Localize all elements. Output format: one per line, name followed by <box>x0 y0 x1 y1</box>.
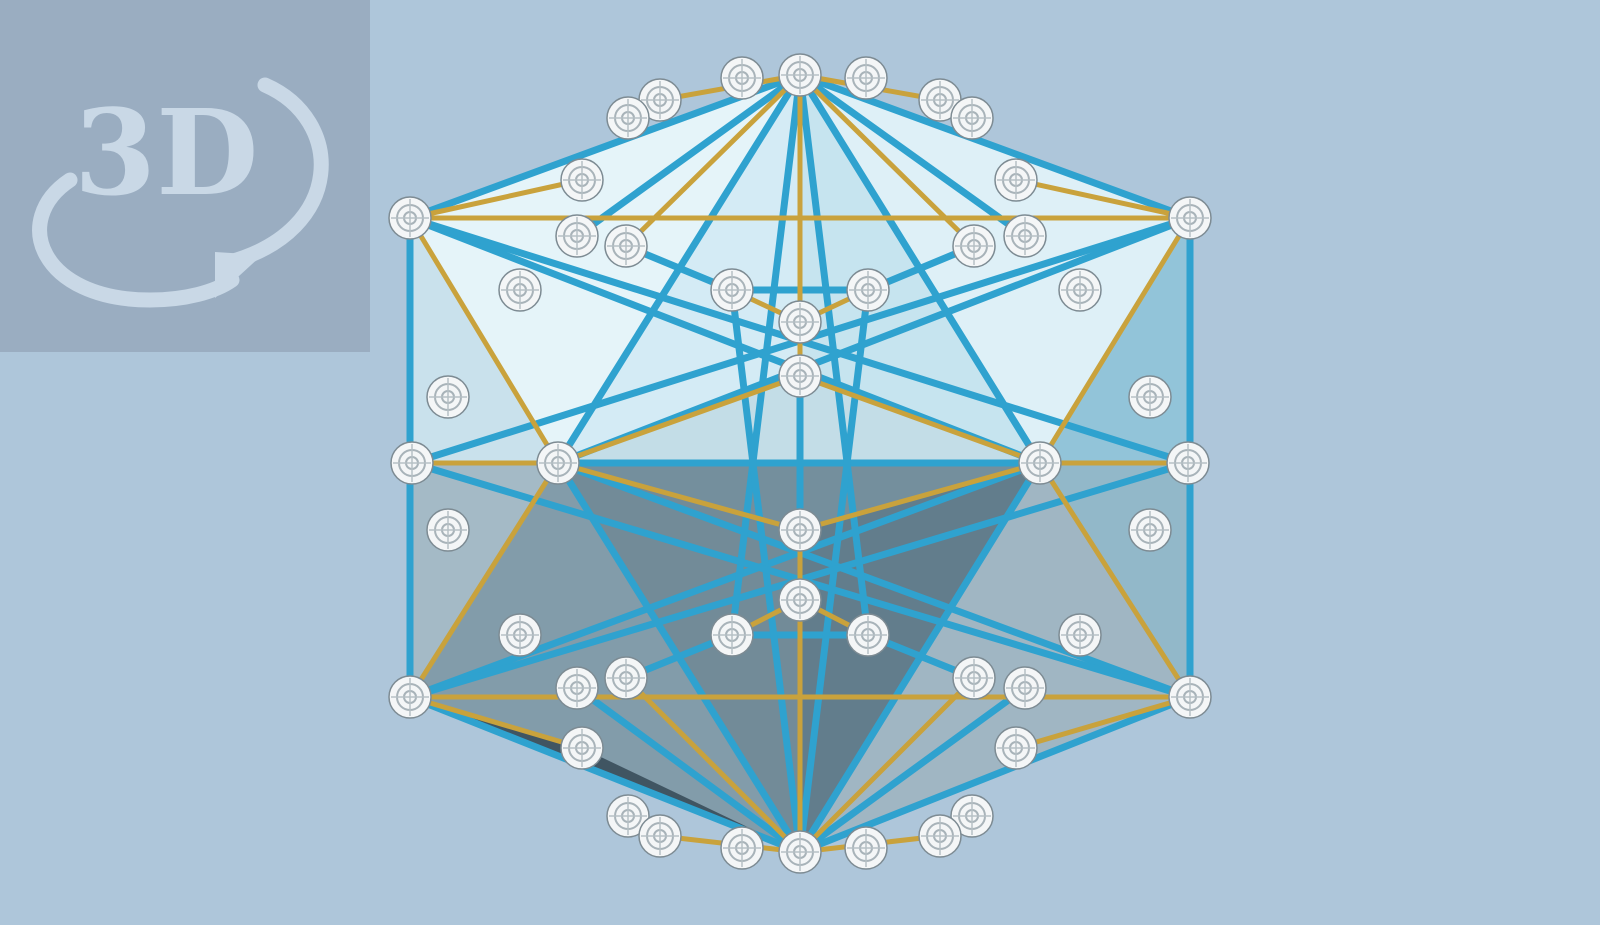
node-ball <box>638 814 682 858</box>
node-ball <box>720 826 764 870</box>
node-ball <box>918 78 962 122</box>
node-ball <box>778 578 822 622</box>
badge-label: 3D <box>74 83 258 222</box>
blue-strut <box>406 214 1044 467</box>
node-ball <box>952 224 996 268</box>
node-ball <box>606 794 650 838</box>
node-ball <box>994 726 1038 770</box>
3d-view-badge[interactable]: 3D <box>0 0 370 352</box>
rotate-3d-icon: 3D <box>32 77 329 308</box>
node-ball <box>950 794 994 838</box>
blue-strut <box>573 71 804 240</box>
yellow-strut <box>407 215 561 466</box>
yellow-strut <box>555 373 803 466</box>
blue-strut <box>554 214 1194 467</box>
node-ball <box>710 613 754 657</box>
yellow-strut <box>407 177 585 221</box>
node-ball <box>426 375 470 419</box>
node-ball <box>638 78 682 122</box>
node-ball <box>388 196 432 240</box>
node-ball <box>1168 196 1212 240</box>
yellow-strut <box>1037 460 1193 700</box>
node-ball <box>720 56 764 100</box>
node-ball <box>560 726 604 770</box>
node-ball <box>1058 268 1102 312</box>
yellow-strut <box>797 373 1043 466</box>
node-ball <box>994 158 1038 202</box>
yellow-strut <box>1013 177 1193 221</box>
node-ball <box>1003 666 1047 710</box>
node-ball <box>1166 441 1210 485</box>
blue-strut <box>796 71 1029 240</box>
blue-strut <box>406 459 1044 701</box>
yellow-strut <box>797 675 977 855</box>
node-ball <box>846 268 890 312</box>
node-ball <box>710 268 754 312</box>
yellow-strut <box>623 675 803 855</box>
blue-strut <box>406 693 804 856</box>
node-ball <box>778 508 822 552</box>
node-ball <box>1058 613 1102 657</box>
node-ball <box>1018 441 1062 485</box>
node-ball <box>555 666 599 710</box>
yellow-strut <box>407 460 561 700</box>
node-ball <box>846 613 890 657</box>
node-ball <box>952 656 996 700</box>
node-ball <box>778 300 822 344</box>
yellow-strut <box>797 460 1043 533</box>
node-ball <box>390 441 434 485</box>
node-ball <box>844 56 888 100</box>
yellow-strut <box>1013 694 1193 751</box>
node-ball <box>560 158 604 202</box>
node-ball <box>1128 375 1172 419</box>
node-ball <box>918 814 962 858</box>
node-ball <box>426 508 470 552</box>
node-ball <box>778 53 822 97</box>
yellow-strut <box>555 460 803 533</box>
blue-strut <box>573 684 804 856</box>
blue-strut <box>796 693 1194 856</box>
node-ball <box>950 96 994 140</box>
node-ball <box>778 830 822 874</box>
node-ball <box>1128 508 1172 552</box>
yellow-strut <box>407 694 585 751</box>
node-ball <box>844 826 888 870</box>
node-ball <box>1168 675 1212 719</box>
node-ball <box>555 214 599 258</box>
node-ball <box>1003 214 1047 258</box>
node-ball <box>604 224 648 268</box>
node-ball <box>388 675 432 719</box>
node-ball <box>606 96 650 140</box>
blue-strut <box>406 71 804 222</box>
node-ball <box>498 268 542 312</box>
blue-strut <box>796 684 1029 856</box>
yellow-strut <box>1037 215 1193 466</box>
node-ball <box>498 613 542 657</box>
node-ball <box>536 441 580 485</box>
node-ball <box>604 656 648 700</box>
node-ball <box>778 354 822 398</box>
model-nodes <box>388 53 1212 874</box>
blue-strut <box>554 459 1194 701</box>
